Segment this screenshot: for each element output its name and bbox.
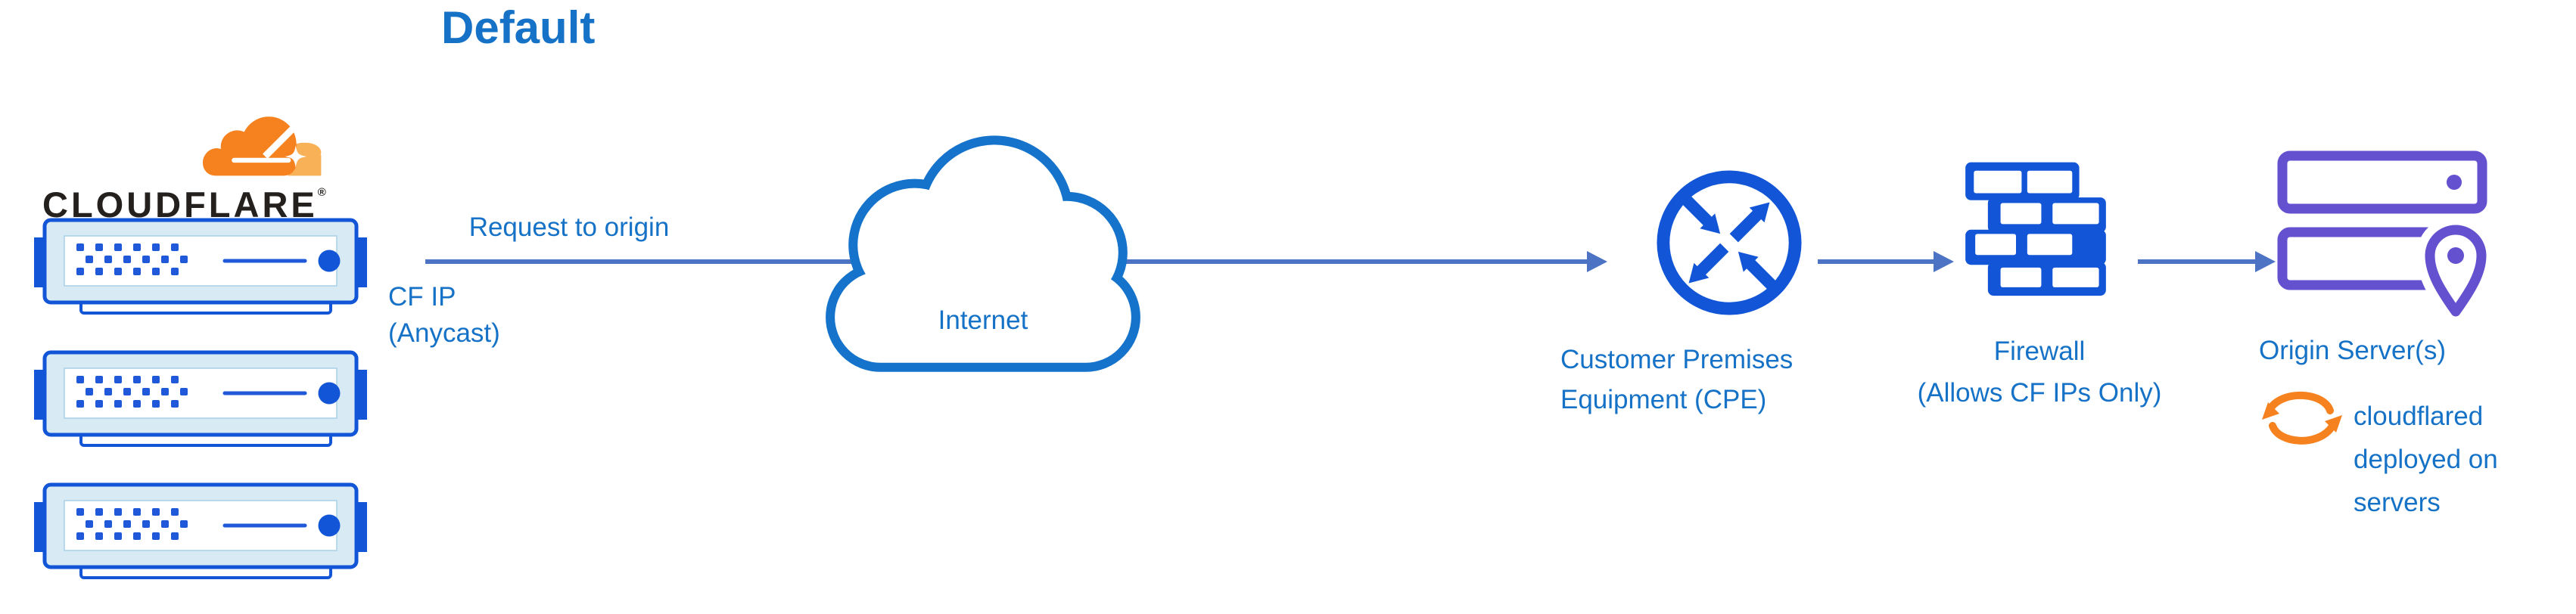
brick-wall-icon [1965,162,2106,296]
request-to-origin-label: Request to origin [468,212,670,242]
internet-cloud-icon [826,135,1140,372]
origin-servers-label: Origin Server(s) [2259,336,2446,365]
internet-label: Internet [938,305,1028,335]
cloudflared-note: cloudflared deployed on servers [2354,395,2498,524]
firewall-label: Firewall (Allows CF IPs Only) [1907,330,2172,414]
origin-servers-location-icon [2277,150,2495,318]
cpe-label-line2: Equipment (CPE) [1560,385,1767,414]
edge-server-icon [34,350,367,447]
cpe-to-firewall-arrow [1818,259,1934,264]
cloudflared-note-line3: servers [2354,488,2441,517]
cloudflare-cloud-logo [203,116,322,176]
cf-ip-anycast-label: CF IP (Anycast) [388,279,500,352]
internet-cloud: Internet [816,112,1150,372]
cloudflared-note-line2: deployed on [2354,445,2498,474]
cpe-label: Customer Premises Equipment (CPE) [1560,340,1793,420]
firewall-to-origin-arrow [2138,259,2256,264]
cpe-to-firewall-arrow-head [1934,251,1954,272]
cf-ip-line1: CF IP [388,282,456,312]
sync-arrows-icon [2262,391,2342,445]
edge-server-icon [34,218,367,315]
firewall-to-origin-arrow-head [2255,251,2276,272]
cloudflared-note-line1: cloudflared [2354,402,2484,431]
request-arrow-head [1587,251,1607,272]
cloudflare-wordmark: CLOUDFLARE® [42,185,326,225]
diagram-title: Default [441,2,596,53]
router-arrows-icon [1657,170,1802,315]
edge-server-icon [34,482,367,579]
firewall-label-line1: Firewall [1993,336,2086,366]
cf-ip-line2: (Anycast) [388,318,500,348]
firewall-label-line2: (Allows CF IPs Only) [1917,378,2162,408]
registered-trademark: ® [317,186,326,199]
cpe-label-line1: Customer Premises [1560,345,1794,374]
